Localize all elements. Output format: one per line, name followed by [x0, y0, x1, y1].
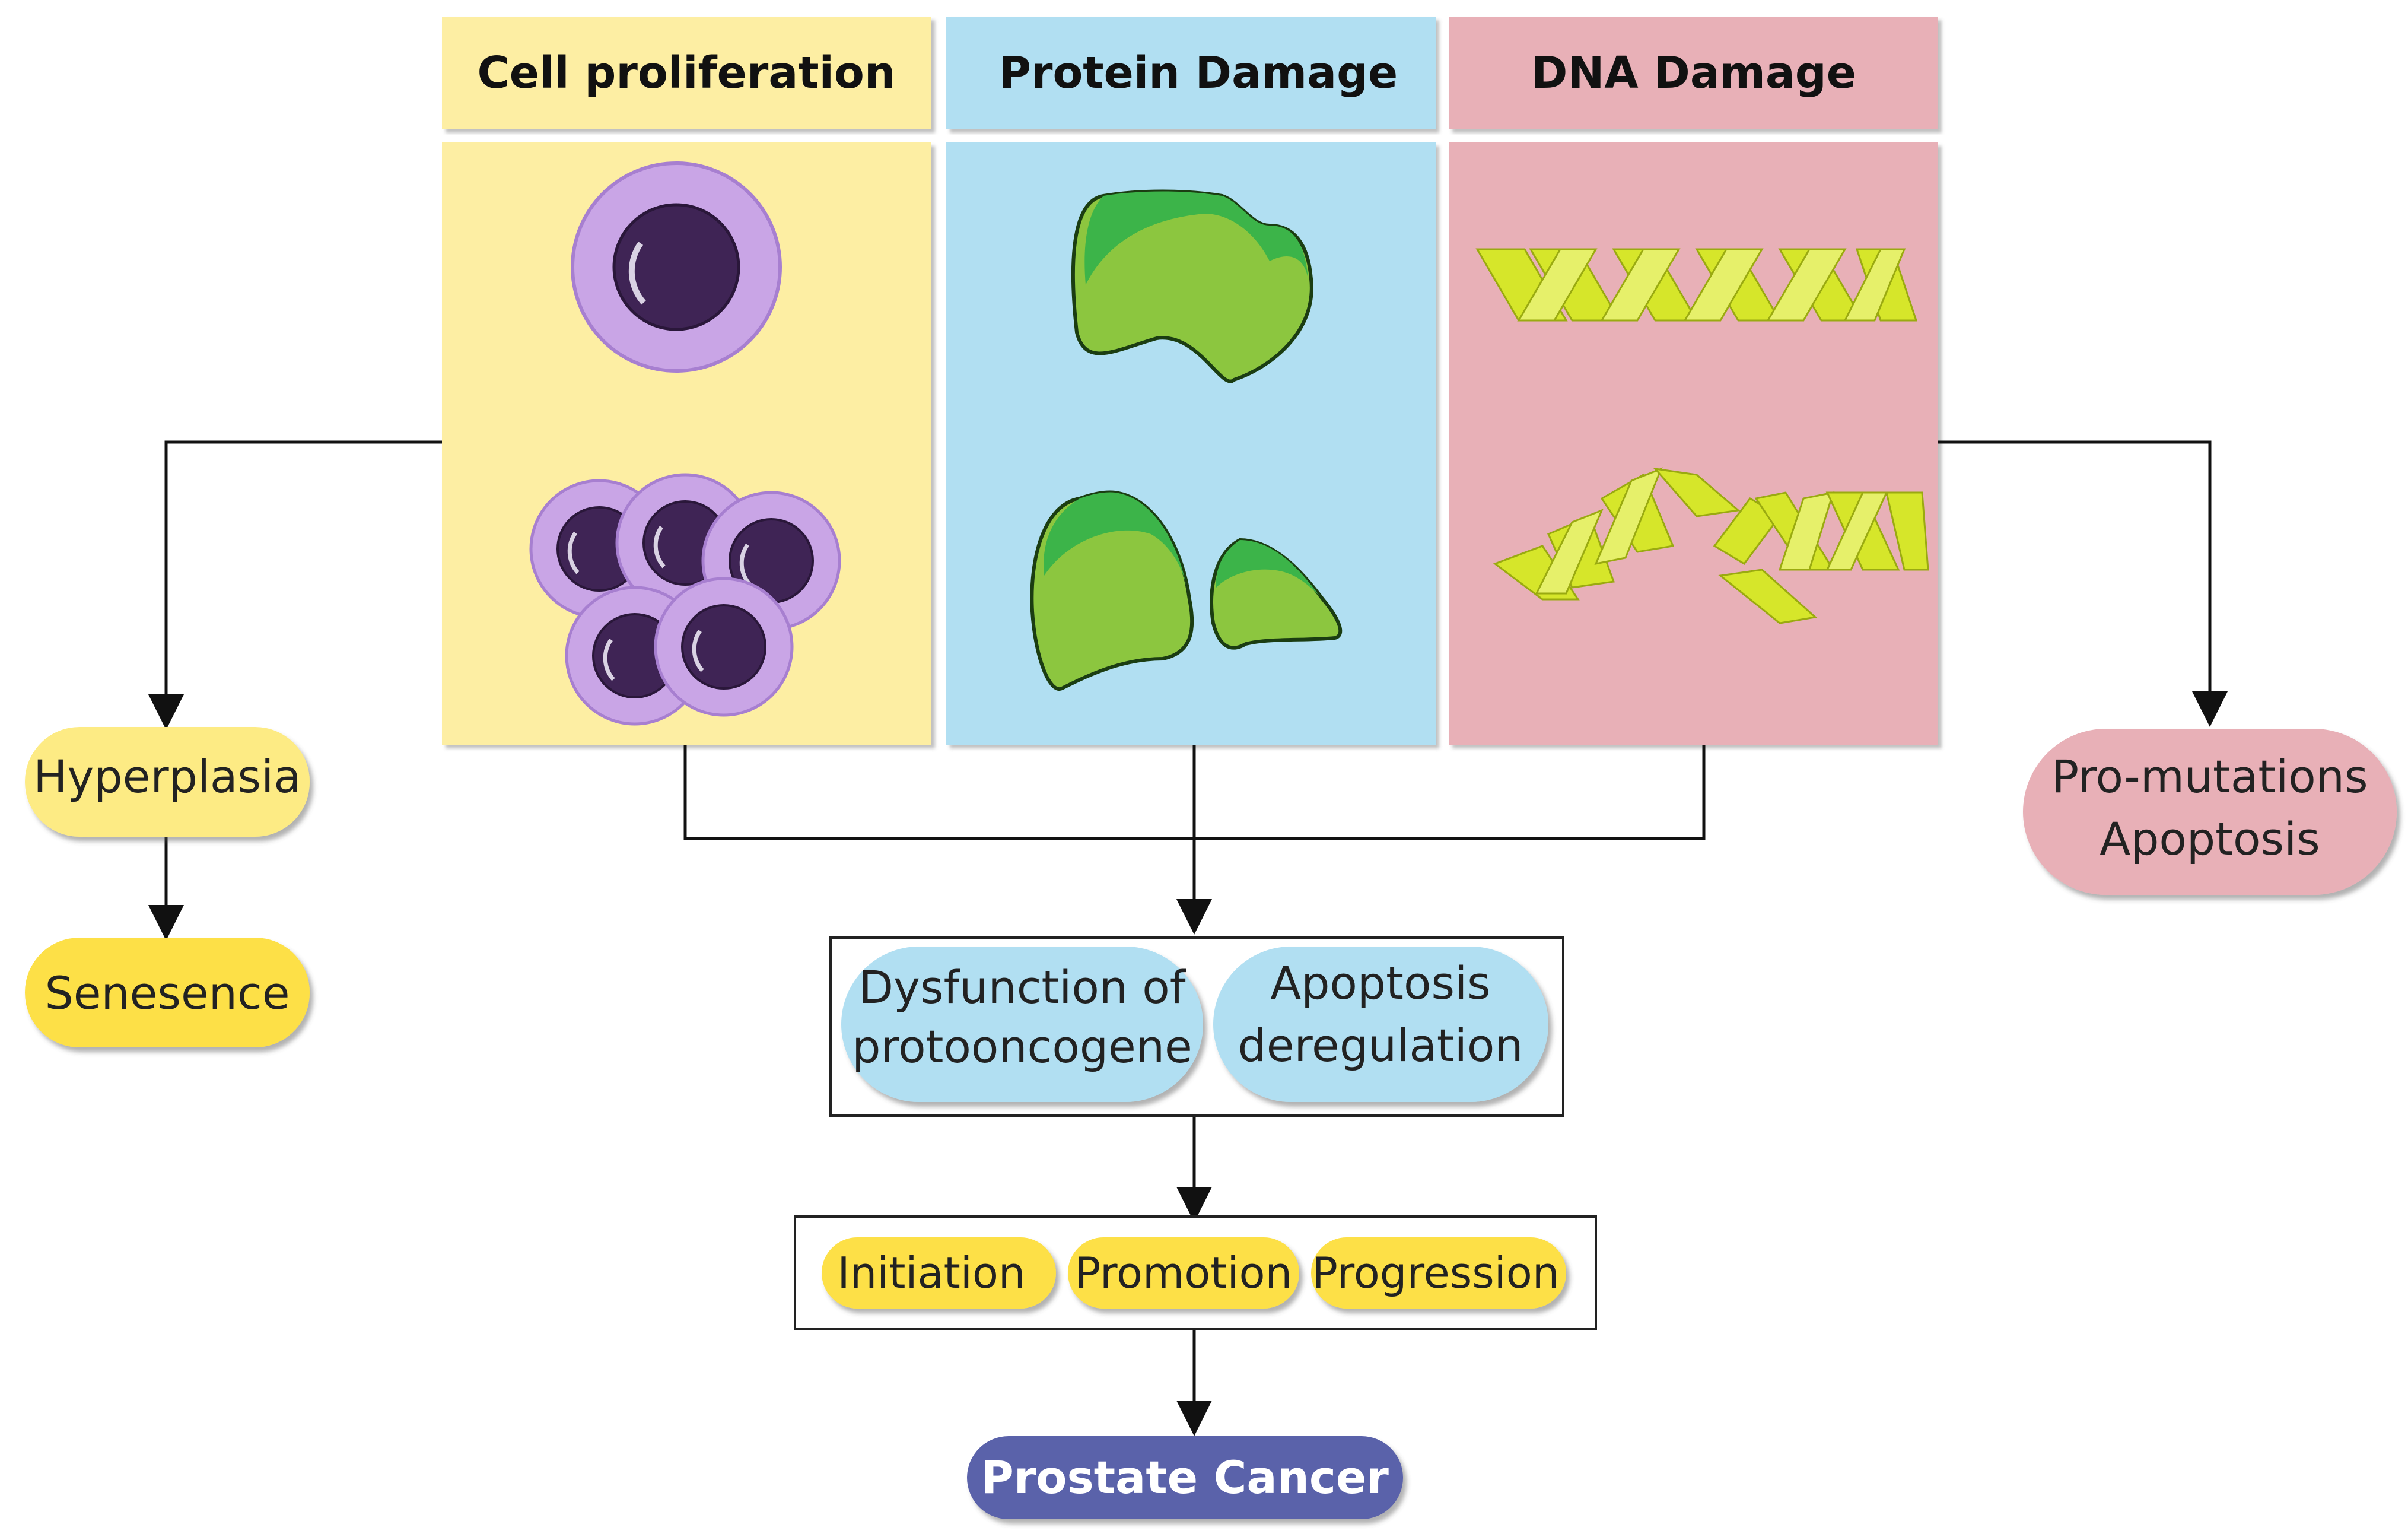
pill-label-line2: Apoptosis [2100, 812, 2320, 865]
mechanisms-box: Dysfunction of protooncogene Apoptosis d… [829, 936, 1564, 1117]
pill-label-line2: protooncogene [852, 1020, 1192, 1073]
pill-label-line1: Pro-mutations [2051, 750, 2368, 803]
dysfunction-protooncogene-pill: Dysfunction of protooncogene [841, 947, 1203, 1102]
column-header-protein-damage: Protein Damage [946, 17, 1436, 129]
pill-label: Progression [1312, 1248, 1560, 1298]
prostate-cancer-pill: Prostate Cancer [967, 1436, 1403, 1519]
pro-mutations-apoptosis-pill: Pro-mutations Apoptosis [2023, 729, 2397, 895]
senesence-pill: Senesence [25, 938, 310, 1047]
stages-box: Initiation Promotion Progression [794, 1215, 1597, 1330]
initiation-pill: Initiation [822, 1237, 1056, 1309]
column-header-dna-damage: DNA Damage [1449, 17, 1938, 129]
pill-label: Initiation [837, 1248, 1025, 1298]
column-header-cell-proliferation: Cell proliferation [442, 17, 931, 129]
pill-label: Promotion [1075, 1248, 1292, 1298]
pill-label: Prostate Cancer [981, 1451, 1389, 1504]
apoptosis-deregulation-pill: Apoptosis deregulation [1213, 947, 1548, 1102]
intact-dna-icon [1475, 248, 1918, 322]
promotion-pill: Promotion [1068, 1237, 1299, 1309]
intact-protein-icon [1071, 189, 1313, 383]
pill-label-line2: deregulation [1238, 1019, 1523, 1072]
single-cell-icon [572, 163, 780, 371]
pill-label-line1: Apoptosis [1270, 957, 1491, 1009]
damaged-protein-icon [1030, 490, 1343, 691]
broken-dna-icon [1493, 467, 1929, 624]
pill-label-line1: Dysfunction of [859, 961, 1187, 1014]
column-title: Cell proliferation [477, 47, 895, 99]
pill-label: Hyperplasia [33, 750, 301, 803]
hyperplasia-pill: Hyperplasia [25, 727, 310, 837]
panel-dna-damage [1449, 142, 1938, 745]
column-title: Protein Damage [999, 47, 1398, 99]
pill-label: Senesence [45, 967, 290, 1020]
column-title: DNA Damage [1531, 47, 1856, 99]
connector-lines [148, 440, 2228, 1436]
progression-pill: Progression [1311, 1237, 1566, 1309]
